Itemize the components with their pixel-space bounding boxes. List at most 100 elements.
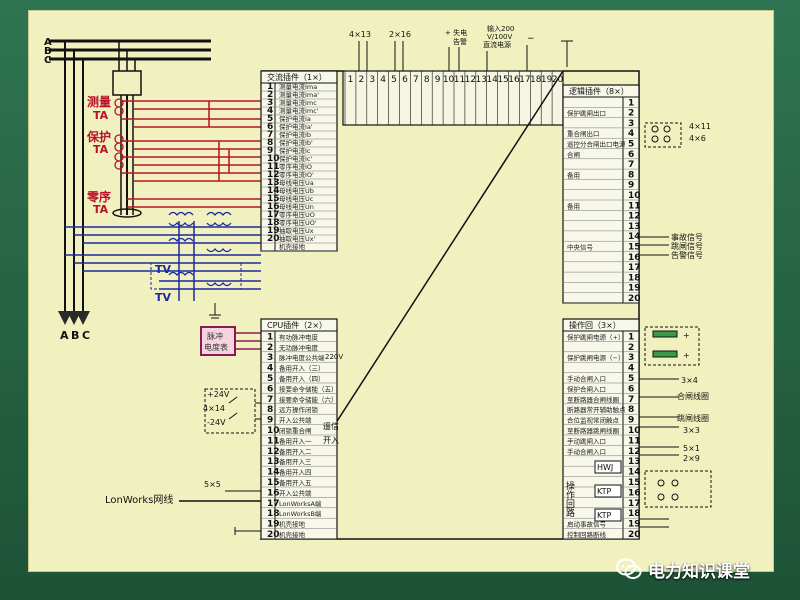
- terminal-label: 备用开入一: [279, 436, 312, 445]
- terminal-number: 20: [628, 530, 641, 540]
- terminal-label: 接要命令储能（六）: [279, 395, 338, 404]
- relay-module: 逻辑插件（8×）12保护跳闸出口34重合闸出口5遥控分合闸出口电源6合闸78备用…: [562, 84, 641, 304]
- terminal-number: 3: [267, 98, 273, 108]
- label-protect-ta: TA: [93, 143, 109, 156]
- module-title: CPU插件（2×）: [267, 320, 327, 330]
- terminal-number: 2: [267, 343, 273, 353]
- terminal-number: 12: [267, 447, 280, 457]
- top-group-alarm: + 失电: [445, 28, 467, 37]
- terminal-number: 18: [628, 509, 641, 519]
- terminal-number: 16: [267, 202, 280, 212]
- relay-tag-ktp1: KTP: [597, 487, 612, 496]
- top-terminal-number: 3: [369, 75, 375, 85]
- top-terminal-number: 16: [508, 75, 520, 85]
- terminal-label: 保护电流Ic: [279, 146, 311, 155]
- terminal-number: 9: [267, 416, 273, 426]
- top-terminal-number: 13: [476, 75, 487, 85]
- top-terminal-number: 5: [391, 75, 397, 85]
- terminal-label: 母线电压Ua: [279, 178, 314, 187]
- terminal-number: 18: [267, 509, 280, 519]
- op-relay-tags: HWJ KTP KTP 操作回路: [564, 460, 622, 522]
- terminal-label: 开入公共端: [279, 416, 312, 425]
- ct-coils: [114, 98, 124, 170]
- terminal-number: 4: [267, 106, 273, 116]
- terminal-number: 11: [267, 162, 280, 172]
- terminal-number: 17: [267, 499, 280, 509]
- terminal-number: 7: [267, 395, 273, 405]
- current-transformers: 测量 TA 保护 TA 零序 TA: [86, 41, 142, 218]
- terminal-label: 备用开入（三）: [279, 364, 325, 373]
- top-group-2x16: 2×16: [389, 30, 411, 39]
- terminal-number: 13: [267, 457, 280, 467]
- terminal-number: 16: [267, 488, 280, 498]
- terminal-label: 控制回路断线: [567, 530, 607, 539]
- terminal-label: 备用: [567, 201, 580, 210]
- terminal-number: 1: [628, 332, 634, 342]
- terminal-number: 5: [628, 374, 634, 384]
- terminal-number: 6: [267, 122, 273, 132]
- wiring-diagram: A B C A B C 测量: [44, 24, 712, 540]
- terminal-number: 4: [628, 129, 634, 139]
- tv-coils: [168, 211, 232, 287]
- terminal-label: 合闸: [567, 150, 580, 159]
- tv-label-1: TV: [155, 263, 172, 276]
- terminal-number: 4: [267, 364, 273, 374]
- terminal-label: 母线电压Ub: [279, 186, 314, 195]
- diagram-board: A B C A B C 测量: [28, 10, 774, 572]
- terminal-number: 10: [267, 154, 280, 164]
- dc-label-5x5: 5×5: [204, 480, 221, 489]
- top-terminal-number: 18: [530, 75, 542, 85]
- terminal-number: 5: [628, 140, 634, 150]
- terminal-number: 9: [628, 416, 634, 426]
- terminal-number: 15: [267, 478, 280, 488]
- terminal-number: 12: [628, 212, 641, 222]
- terminal-number: 20: [267, 530, 280, 540]
- pulse-meter-box: 脉冲 电度表: [200, 326, 261, 356]
- terminal-number: 16: [628, 488, 641, 498]
- terminal-number: 2: [267, 90, 273, 100]
- tv-labels: TV TV: [150, 262, 242, 319]
- terminal-number: 17: [267, 210, 280, 220]
- label-zero-ta: TA: [93, 203, 109, 216]
- terminal-label: 手动跳闸入口: [567, 436, 606, 445]
- terminal-number: 17: [628, 263, 641, 273]
- terminal-label: 闭锁重合闸: [279, 426, 312, 435]
- terminal-label: LonWorksA端: [279, 499, 322, 508]
- terminal-number: 6: [628, 384, 634, 394]
- phase-label-c: C: [44, 55, 51, 66]
- dc-label-minus24: -24V: [207, 418, 226, 427]
- top-terminal-number: 19: [541, 75, 553, 85]
- relay-out-trip: 跳闸信号: [671, 241, 703, 251]
- terminal-label: 至断路器跳闸线圈: [567, 426, 619, 435]
- terminal-label: 至断路器合闸线圈: [567, 395, 619, 404]
- terminal-number: 10: [267, 426, 280, 436]
- top-terminal-number: 10: [443, 75, 455, 85]
- terminal-label: 断路器常开辅助触点: [567, 405, 626, 414]
- terminal-label: 抽取电压Ux: [279, 226, 314, 235]
- top-terminal-number: 11: [454, 75, 465, 85]
- module-title: 逻辑插件（8×）: [569, 86, 629, 96]
- terminal-number: 6: [267, 384, 273, 394]
- terminal-number: 11: [628, 436, 641, 446]
- op-out-close-coil: 合闸线圈: [677, 391, 709, 401]
- terminal-number: 14: [267, 468, 280, 478]
- terminal-number: 17: [628, 499, 641, 509]
- terminal-number: 10: [628, 191, 641, 201]
- terminal-label: 测量电流Ima: [279, 82, 317, 91]
- top-terminal-number: 8: [424, 75, 430, 85]
- op-side-label: 操作回路: [564, 480, 575, 518]
- op-module: 操作回（3×）1保护跳闸电源（+）23保护跳闸电源（−）45手动合闸入口6保护合…: [562, 318, 641, 540]
- terminal-number: 5: [267, 374, 273, 384]
- op-out-trip-coil: 跳闸线圈: [677, 413, 709, 423]
- terminal-number: 1: [628, 98, 634, 108]
- top-group-4x13: 4×13: [349, 30, 371, 39]
- cpu-note-1: 遥信: [323, 421, 339, 431]
- terminal-number: 13: [628, 457, 641, 467]
- top-group-alarm2: 告警: [453, 37, 467, 46]
- terminal-number: 6: [628, 150, 634, 160]
- terminal-label: 中央信号: [567, 243, 594, 252]
- top-terminal-number: 14: [486, 75, 498, 85]
- terminal-number: 10: [628, 426, 641, 436]
- tv-label-2: TV: [155, 291, 172, 304]
